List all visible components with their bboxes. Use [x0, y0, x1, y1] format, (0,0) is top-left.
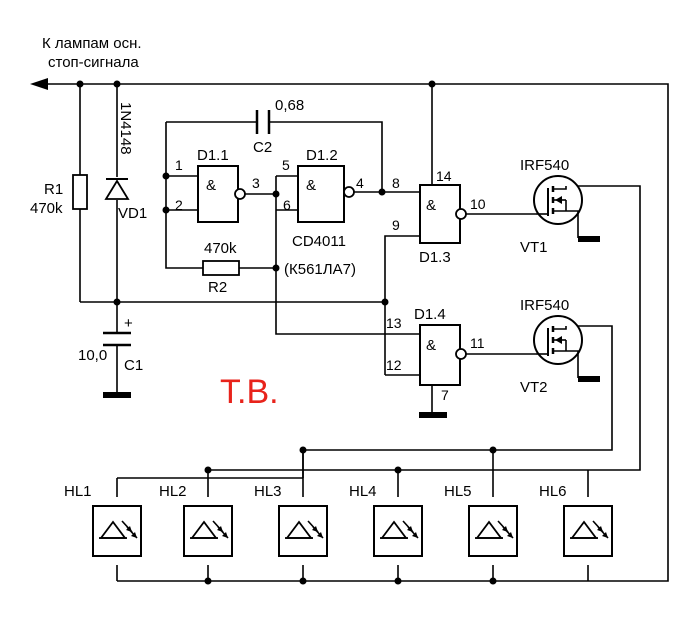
gate-d1-1-symbol: & — [206, 177, 216, 194]
wires — [36, 83, 669, 582]
pin-3: 3 — [252, 175, 260, 191]
lamp-hl6 — [563, 505, 613, 557]
gate-d1-2 — [297, 165, 345, 223]
r1-value: 470k — [30, 200, 63, 217]
r2-value: 470k — [204, 240, 237, 257]
pin-2: 2 — [175, 197, 183, 213]
gate-d1-1-ref: D1.1 — [197, 147, 229, 164]
gate-d1-4-symbol: & — [426, 337, 436, 354]
gate-d1-3-ref: D1.3 — [419, 249, 451, 266]
gate-d1-2-inverter — [343, 186, 355, 198]
gate-d1-3-inverter — [455, 208, 467, 220]
vd1-diode — [104, 178, 130, 200]
pin-4: 4 — [356, 175, 364, 191]
ground-c1 — [103, 392, 131, 398]
lamp-hl5 — [468, 505, 518, 557]
c1-capacitor — [103, 331, 131, 347]
pin-14: 14 — [436, 168, 452, 184]
gate-d1-3-symbol: & — [426, 197, 436, 214]
pin-5: 5 — [282, 157, 290, 173]
gate-d1-1-inverter — [234, 188, 246, 200]
pin-7: 7 — [441, 387, 449, 403]
lamp-hl6-label: HL6 — [539, 483, 567, 500]
pin-10: 10 — [470, 196, 486, 212]
junction-dots — [76, 80, 497, 585]
ground-vt2 — [578, 376, 600, 382]
chip-analog: (К561ЛА7) — [284, 261, 356, 278]
author-initials: Т.В. — [220, 373, 279, 411]
c1-polarity: + — [124, 315, 133, 332]
pin-6: 6 — [283, 197, 291, 213]
c1-ref: C1 — [124, 357, 143, 374]
r1-ref: R1 — [44, 181, 63, 198]
r2-resistor — [202, 260, 240, 276]
pin-8: 8 — [392, 175, 400, 191]
chip-part: CD4011 — [292, 233, 346, 250]
lamp-hl5-label: HL5 — [444, 483, 472, 500]
vd1-part: 1N4148 — [117, 102, 134, 155]
ground-d1-4 — [419, 412, 447, 418]
vt1-ref: VT1 — [520, 239, 548, 256]
lamp-hl1-label: HL1 — [64, 483, 92, 500]
lamp-hl2 — [183, 505, 233, 557]
c2-capacitor — [255, 110, 271, 134]
gate-d1-1 — [197, 165, 239, 223]
lamp-hl4-label: HL4 — [349, 483, 377, 500]
vt1-mosfet — [533, 175, 583, 238]
pin-1: 1 — [175, 157, 183, 173]
lamp-hl3 — [278, 505, 328, 557]
lamp-hl1 — [92, 505, 142, 557]
gate-d1-2-ref: D1.2 — [306, 147, 338, 164]
gate-d1-3 — [419, 184, 461, 244]
pin-9: 9 — [392, 217, 400, 233]
r1-resistor — [72, 174, 88, 210]
vt2-part: IRF540 — [520, 297, 569, 314]
r2-ref: R2 — [208, 279, 227, 296]
pin-12: 12 — [386, 357, 402, 373]
ground-vt1 — [578, 236, 600, 242]
pin-11: 11 — [470, 335, 485, 351]
lamp-hl4 — [373, 505, 423, 557]
gate-d1-2-symbol: & — [306, 177, 316, 194]
gate-d1-4 — [419, 324, 461, 386]
c2-ref: C2 — [253, 139, 272, 156]
gate-d1-4-ref: D1.4 — [414, 306, 446, 323]
header-line-2: стоп-сигнала — [48, 54, 139, 71]
lamp-hl2-label: HL2 — [159, 483, 187, 500]
c2-value: 0,68 — [275, 97, 304, 114]
vd1-ref: VD1 — [118, 205, 147, 222]
output-arrow — [30, 78, 48, 90]
pin-13: 13 — [386, 315, 402, 331]
header-line-1: К лампам осн. — [42, 35, 142, 52]
vt2-mosfet — [533, 315, 583, 378]
vt2-ref: VT2 — [520, 379, 548, 396]
lamp-hl3-label: HL3 — [254, 483, 282, 500]
gate-d1-4-inverter — [455, 348, 467, 360]
c1-value: 10,0 — [78, 347, 107, 364]
vt1-part: IRF540 — [520, 157, 569, 174]
